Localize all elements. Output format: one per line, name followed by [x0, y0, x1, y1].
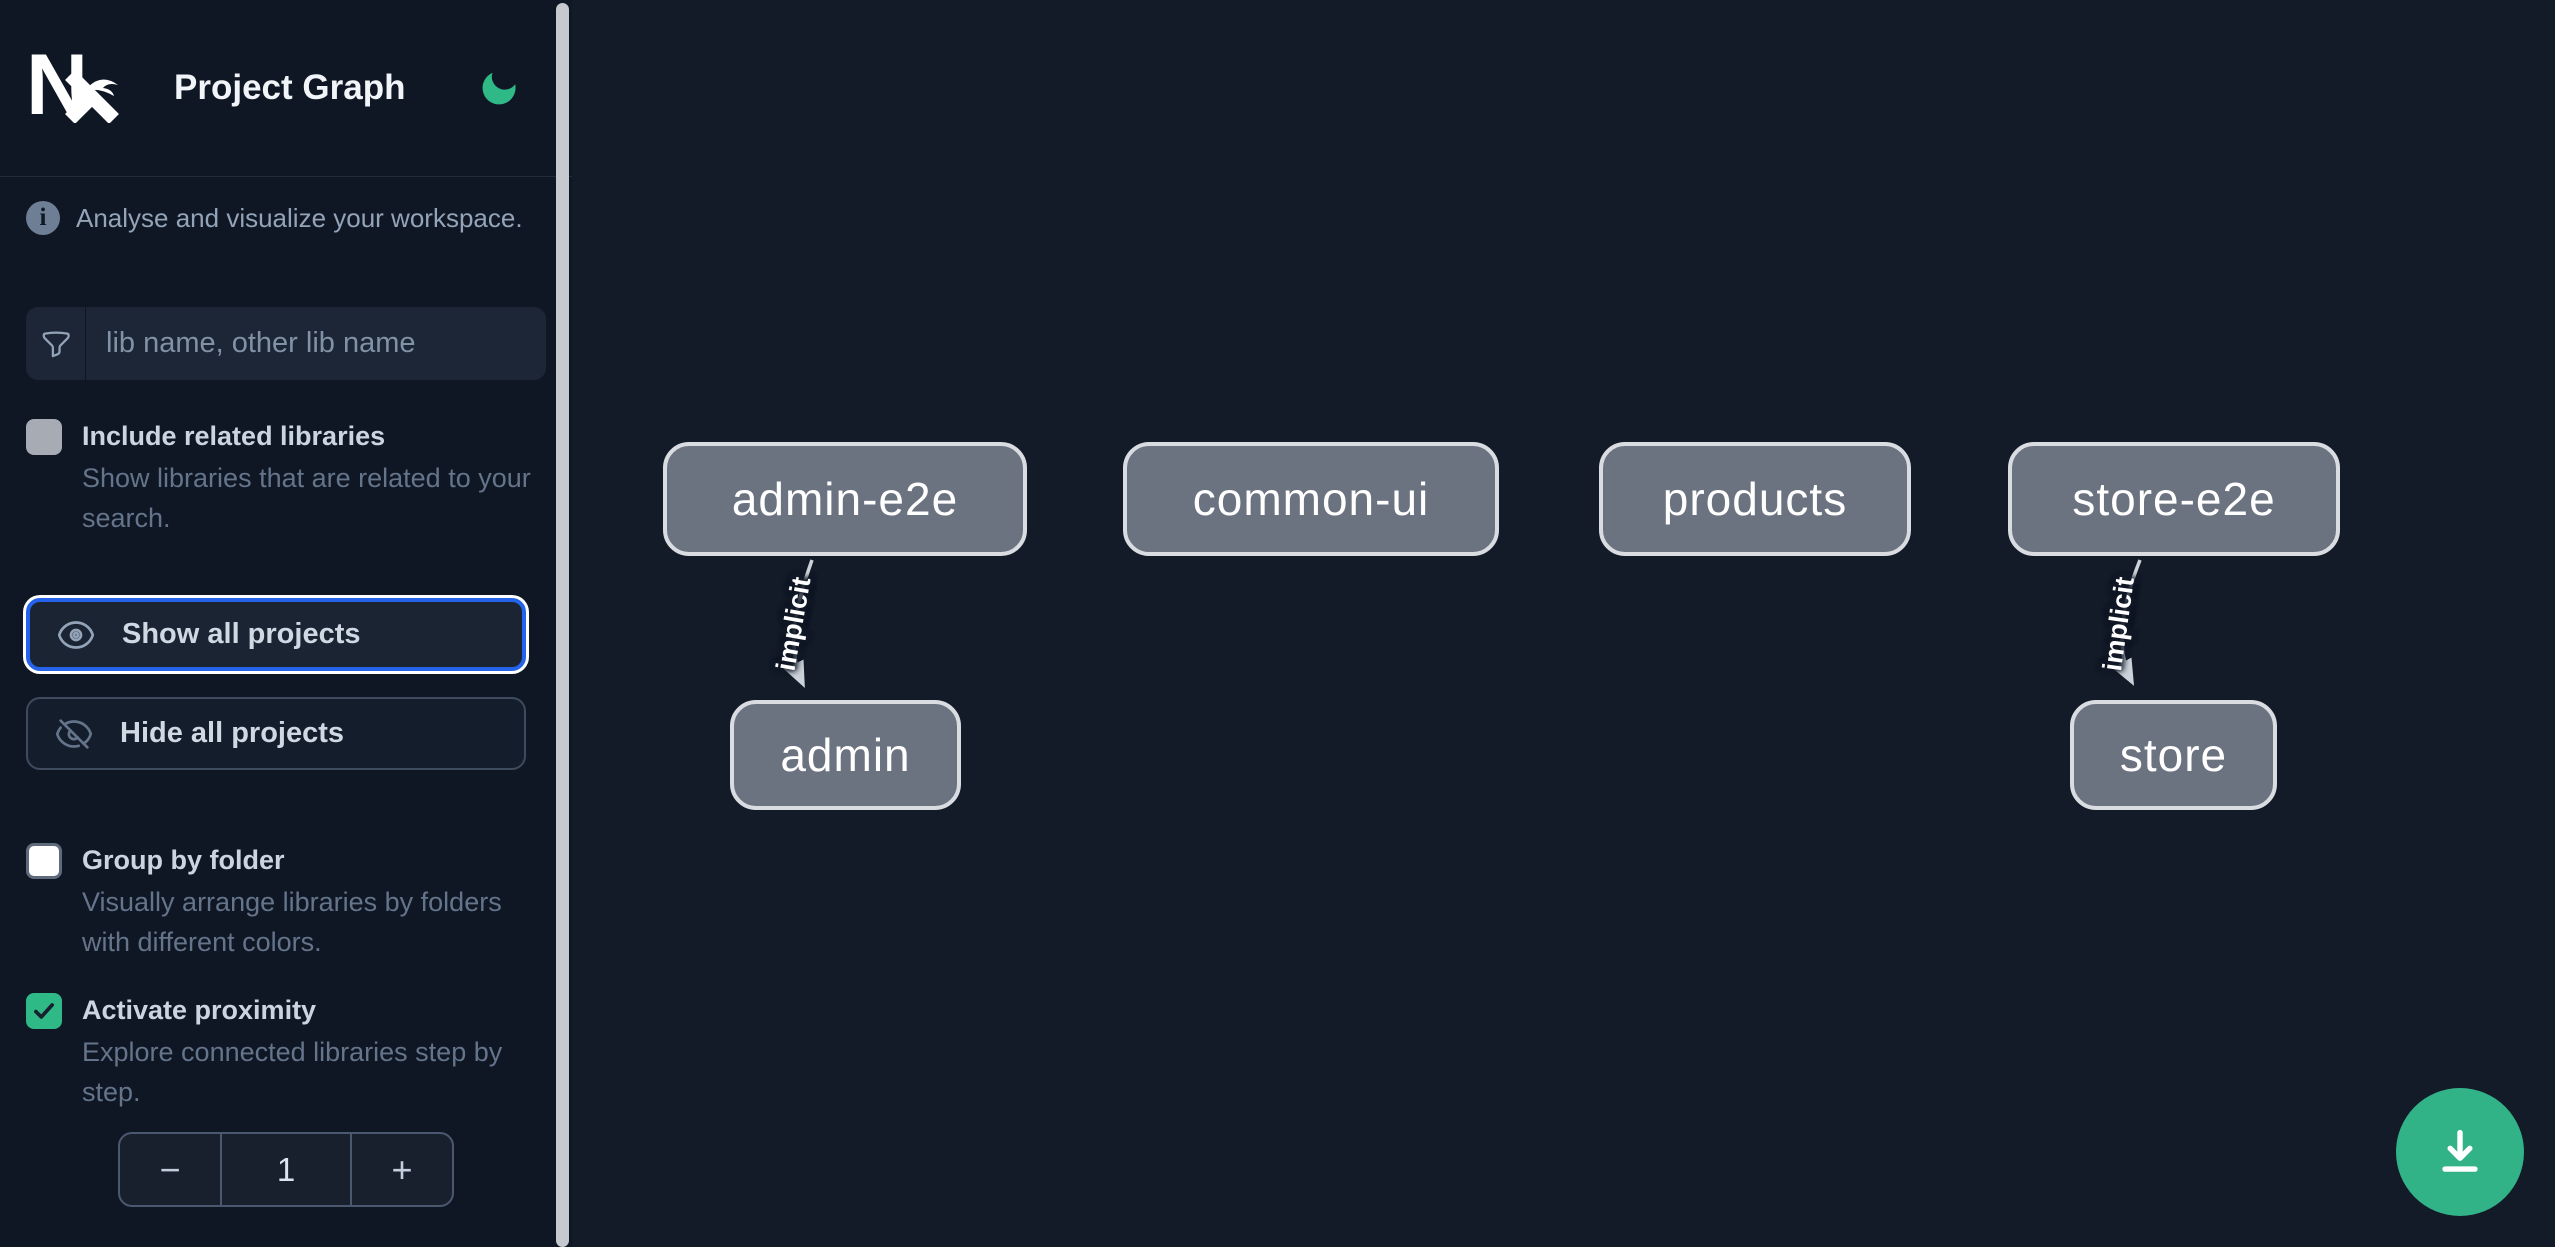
- group-by-folder-checkbox[interactable]: [26, 843, 62, 879]
- show-all-projects-label: Show all projects: [122, 618, 361, 650]
- graph-node-store-e2e[interactable]: store-e2e: [2008, 442, 2340, 556]
- graph-node-admin[interactable]: admin: [730, 700, 961, 810]
- graph-node-common-ui[interactable]: common-ui: [1123, 442, 1499, 556]
- depth-increment-button[interactable]: +: [352, 1134, 452, 1205]
- eye-icon: [57, 620, 95, 649]
- group-by-folder-description: Visually arrange libraries by folders wi…: [82, 887, 502, 957]
- include-related-label: Include related libraries: [82, 421, 386, 451]
- nx-logo-x: [65, 70, 119, 123]
- group-by-folder-option: Group by folder Visually arrange librari…: [0, 840, 572, 962]
- activate-proximity-label: Activate proximity: [82, 995, 317, 1025]
- sidebar: N Project Graph i Analyse and visualize …: [0, 0, 572, 1247]
- dark-mode-toggle-moon-icon[interactable]: [477, 66, 521, 110]
- save-image-button[interactable]: [2396, 1088, 2524, 1216]
- info-icon: i: [26, 201, 60, 235]
- hide-all-projects-label: Hide all projects: [120, 717, 345, 749]
- checkmark-icon: [34, 1003, 54, 1019]
- sidebar-scrollbar[interactable]: [556, 3, 569, 1247]
- show-all-projects-button[interactable]: Show all projects: [26, 598, 526, 671]
- page-title: Project Graph: [174, 68, 406, 107]
- include-related-description: Show libraries that are related to your …: [82, 463, 531, 533]
- hide-all-projects-button[interactable]: Hide all projects: [26, 697, 526, 770]
- sidebar-header: N Project Graph: [0, 0, 572, 177]
- include-related-option: Include related libraries Show libraries…: [0, 416, 572, 538]
- activate-proximity-option: Activate proximity Explore connected lib…: [0, 990, 572, 1112]
- filter-funnel-icon: [26, 307, 86, 380]
- depth-decrement-button[interactable]: −: [120, 1134, 220, 1205]
- activate-proximity-checkbox[interactable]: [26, 993, 62, 1029]
- graph-edges: [783, 559, 2142, 688]
- nx-logo: N: [26, 42, 122, 128]
- graph-node-admin-e2e[interactable]: admin-e2e: [663, 442, 1027, 556]
- group-by-folder-label: Group by folder: [82, 845, 285, 875]
- include-related-checkbox[interactable]: [26, 419, 62, 455]
- graph-node-products[interactable]: products: [1599, 442, 1911, 556]
- graph-edge-admin-e2e-admin: [783, 559, 814, 688]
- activate-proximity-description: Explore connected libraries step by step…: [82, 1037, 503, 1107]
- download-icon: [2442, 1129, 2478, 1172]
- depth-value: 1: [220, 1134, 352, 1205]
- tagline-row: i Analyse and visualize your workspace.: [0, 201, 572, 235]
- search-input[interactable]: [86, 307, 546, 380]
- eye-slash-icon: [55, 718, 93, 749]
- graph-node-store[interactable]: store: [2070, 700, 2277, 810]
- proximity-depth-stepper: − 1 +: [118, 1132, 454, 1207]
- search-box: [26, 307, 546, 380]
- tagline-text: Analyse and visualize your workspace.: [76, 202, 523, 233]
- graph-canvas[interactable]: admin-e2e common-ui products store-e2e admin…: [572, 0, 2555, 1247]
- graph-edge-store-e2e-store: [2112, 559, 2142, 686]
